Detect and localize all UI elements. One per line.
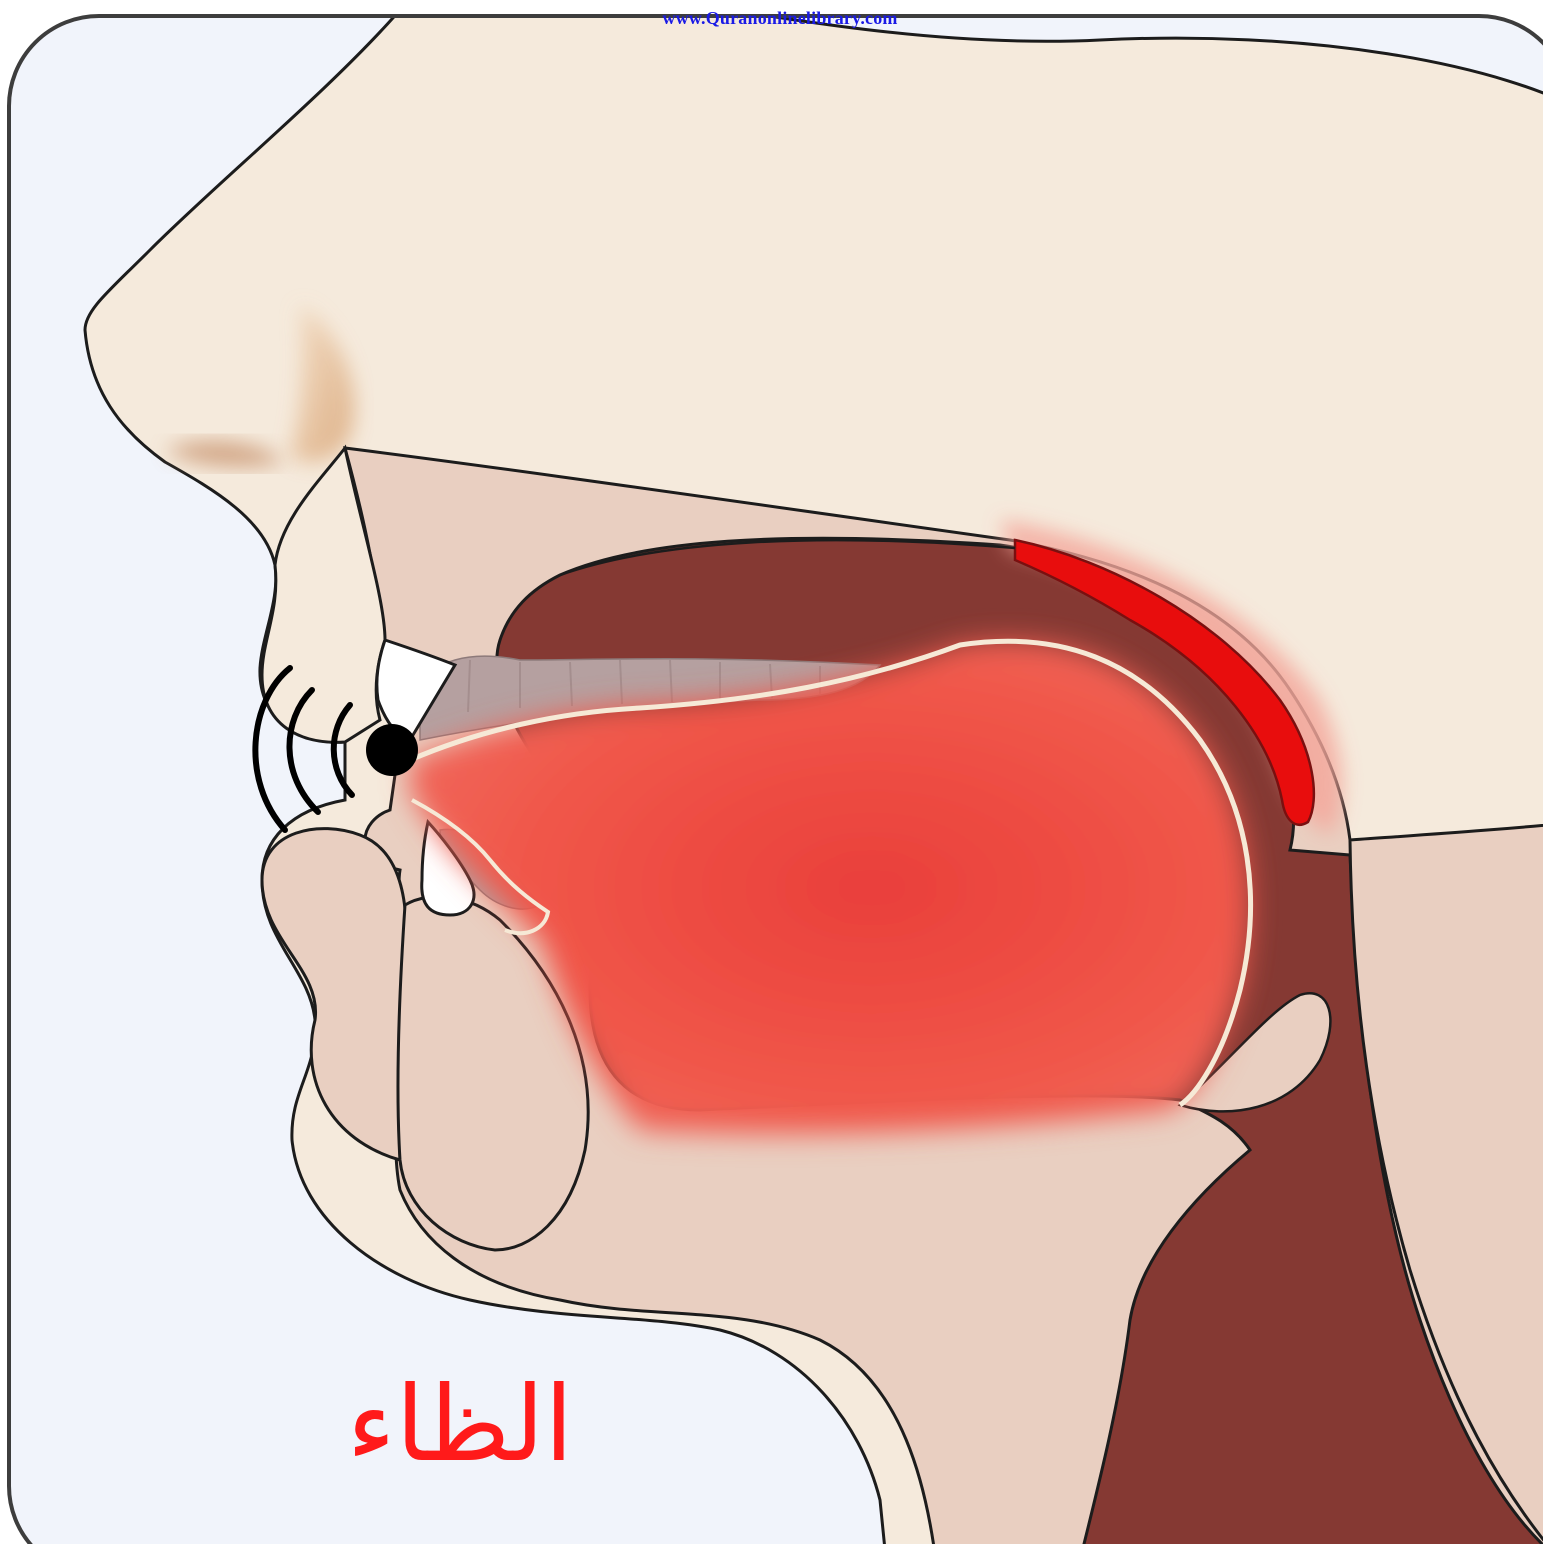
articulation-point-icon [366, 724, 418, 776]
letter-label: الظاء [330, 1372, 590, 1476]
website-watermark: www.Quranonlinelibrary.com [0, 8, 1543, 29]
